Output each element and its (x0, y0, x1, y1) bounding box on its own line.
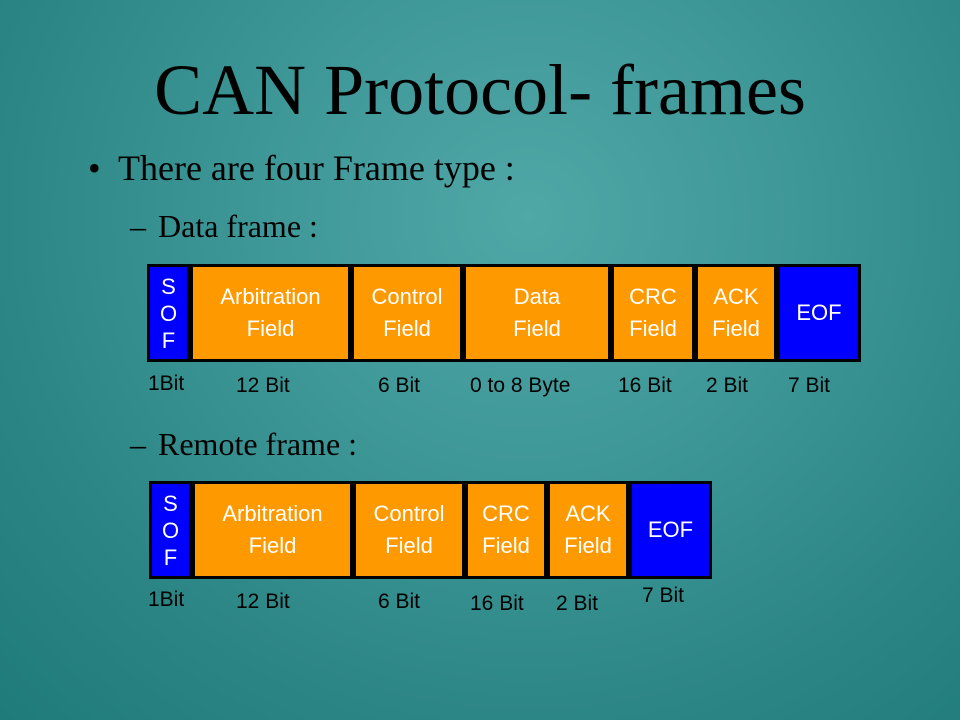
data-sof-size: 1Bit (148, 372, 185, 395)
remote-frame-heading: –Remote frame : (130, 424, 357, 464)
data-eof-size: 7 Bit (788, 374, 831, 397)
remote-eof-size: 7 Bit (642, 584, 685, 607)
data-arbitration-field: Arbitration Field (190, 264, 351, 362)
remote-sof-field: S O F (149, 481, 192, 579)
remote-arbitration-size: 12 Bit (236, 590, 290, 613)
remote-frame-label: Remote frame : (158, 426, 358, 462)
remote-eof-field: EOF (629, 481, 712, 579)
remote-control-field: Control Field (353, 481, 465, 579)
data-ack-field: ACK Field (695, 264, 777, 362)
data-frame-heading: –Data frame : (130, 206, 318, 246)
bullet-marker: • (88, 148, 101, 188)
remote-arbitration-field: Arbitration Field (192, 481, 353, 579)
data-data-size: 0 to 8 Byte (470, 374, 571, 397)
data-data-field: Data Field (463, 264, 611, 362)
data-ack-size: 2 Bit (706, 374, 749, 397)
data-sof-field: S O F (147, 264, 190, 362)
data-frame-label: Data frame : (158, 208, 318, 244)
dash-marker: – (130, 426, 146, 462)
bullet-text: There are four Frame type : (118, 148, 515, 188)
remote-control-size: 6 Bit (378, 590, 421, 613)
data-crc-size: 16 Bit (618, 374, 672, 397)
data-eof-field: EOF (777, 264, 861, 362)
remote-ack-size: 2 Bit (556, 592, 599, 615)
data-control-field: Control Field (351, 264, 463, 362)
bullet-frame-types: • There are four Frame type : (88, 146, 515, 190)
page-title: CAN Protocol- frames (154, 50, 806, 130)
remote-crc-size: 16 Bit (470, 592, 524, 615)
remote-crc-field: CRC Field (465, 481, 547, 579)
data-arbitration-size: 12 Bit (236, 374, 290, 397)
data-control-size: 6 Bit (378, 374, 421, 397)
remote-sof-size: 1Bit (148, 588, 185, 611)
dash-marker: – (130, 208, 146, 244)
remote-ack-field: ACK Field (547, 481, 629, 579)
data-crc-field: CRC Field (611, 264, 695, 362)
